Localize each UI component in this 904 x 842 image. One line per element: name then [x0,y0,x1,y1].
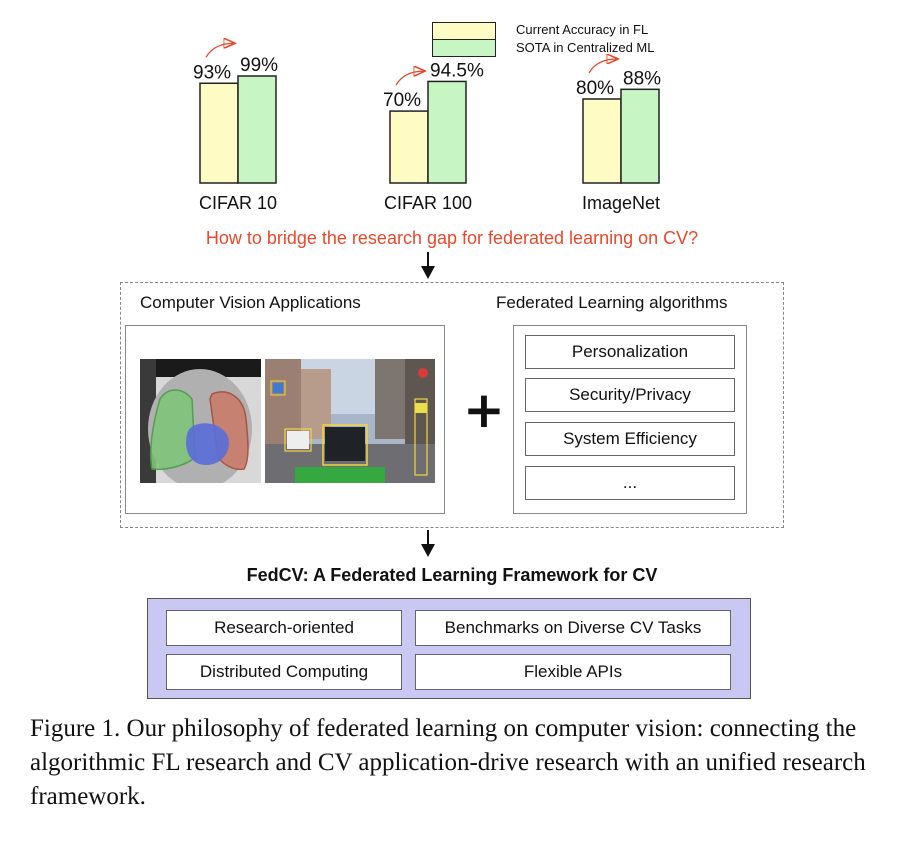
cv-fl-container [120,282,784,528]
feature-distributed-computing: Distributed Computing [166,654,402,690]
bar-current-accuracy [199,82,239,184]
fl-item-more: ... [525,466,735,500]
improvement-arrow-icon [205,43,234,58]
down-arrow-icon [421,252,435,279]
feature-benchmarks: Benchmarks on Diverse CV Tasks [415,610,731,646]
improvement-arrow-icon [588,59,617,74]
dataset-label: CIFAR 10 [199,193,277,213]
fl-item-system-efficiency: System Efficiency [525,422,735,456]
legend-label-current: Current Accuracy in FL [516,22,649,37]
fl-item-personalization: Personalization [525,335,735,369]
fl-item-security-privacy: Security/Privacy [525,378,735,412]
plus-icon: + [463,381,505,439]
bar-value-label: 93% [193,62,231,83]
bar-sota-accuracy [237,75,277,184]
bar-value-label: 88% [623,68,661,89]
fedcv-title: FedCV: A Federated Learning Framework fo… [246,565,658,585]
dataset-label: CIFAR 100 [384,193,472,213]
dataset-label: ImageNet [582,193,660,213]
legend-label-sota: SOTA in Centralized ML [516,40,655,55]
legend-swatch-sota [432,39,496,57]
feature-research-oriented: Research-oriented [166,610,402,646]
bar-current-accuracy [389,110,429,184]
bar-value-label: 94.5% [430,60,484,81]
figure-caption: Figure 1. Our philosophy of federated le… [30,715,866,810]
accuracy-charts: 93% 99% CIFAR 10 70% 94.5% CIFAR 100 80% 88% Ima… [193,0,661,213]
street-scene-detection-image [265,359,435,483]
bar-sota-accuracy [620,88,660,184]
bar-value-label: 80% [576,78,614,99]
down-arrow-icon [421,530,435,557]
bar-current-accuracy [582,98,622,184]
research-gap-question: How to bridge the research gap for feder… [205,228,699,248]
improvement-arrow-icon [395,71,424,86]
feature-flexible-apis: Flexible APIs [415,654,731,690]
fl-section-title: Federated Learning algorithms [496,293,728,312]
cv-section-title: Computer Vision Applications [140,293,361,312]
bar-value-label: 99% [240,55,278,76]
chest-xray-segmentation-image [140,359,261,483]
bar-sota-accuracy [427,80,467,184]
bar-value-label: 70% [383,90,421,111]
